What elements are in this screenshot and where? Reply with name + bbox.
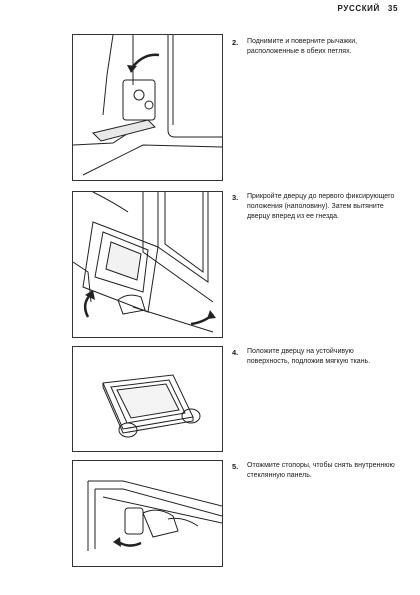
step-number: 5. (232, 462, 239, 471)
step-number: 4. (232, 348, 239, 357)
step-text: Прикройте дверцу до первого фиксирующего… (247, 193, 395, 220)
illustration-door-on-cloth (72, 346, 223, 452)
language-label: РУССКИЙ (337, 4, 380, 13)
page-number: 35 (387, 4, 398, 13)
illustration-release-clips (72, 460, 223, 567)
page-header: РУССКИЙ 35 (338, 4, 398, 13)
illustration-hinge-lever (72, 34, 223, 181)
step-text: Отожмите стопоры, чтобы снять внутреннюю… (247, 462, 395, 479)
step-text: Поднимите и поверните рычажки, расположе… (247, 38, 358, 55)
step-number: 3. (232, 193, 239, 202)
step-number: 2. (232, 38, 239, 47)
step-text: Положите дверцу на устойчивую поверхност… (247, 348, 371, 365)
illustration-remove-door (72, 191, 223, 338)
